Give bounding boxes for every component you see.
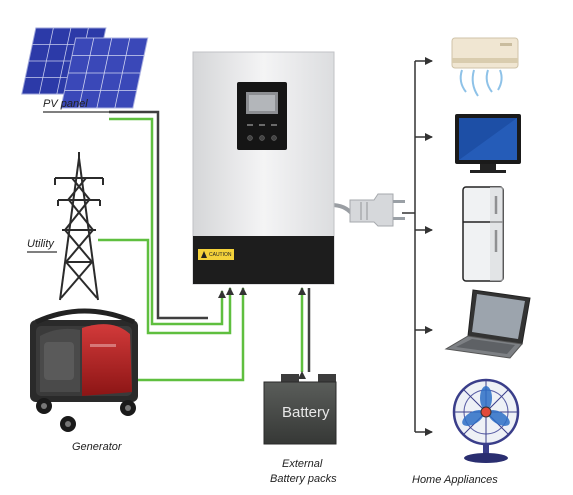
home-appliances-label: Home Appliances (412, 474, 498, 486)
caution-label: CAUTION (209, 252, 232, 258)
wires (98, 57, 433, 436)
caution-sticker (198, 249, 234, 260)
pv-panel-label: PV panel (43, 98, 88, 110)
refrigerator-icon (462, 186, 504, 282)
tv-icon (455, 114, 521, 173)
inverter-icon (192, 51, 335, 285)
generator-icon (30, 308, 138, 432)
fan-icon (452, 378, 520, 463)
solar-panel-icon (21, 27, 149, 109)
battery-icon (263, 374, 337, 445)
battery-label: Battery (282, 404, 330, 421)
utility-label: Utility (27, 238, 54, 250)
power-tower-icon (54, 152, 104, 301)
plug-icon (349, 193, 405, 227)
air-conditioner-icon (451, 37, 519, 97)
generator-label: Generator (72, 441, 122, 453)
laptop-icon (444, 289, 531, 359)
external-battery-label-line1: External (282, 458, 323, 470)
external-battery-label-line2: Battery packs (270, 473, 337, 485)
